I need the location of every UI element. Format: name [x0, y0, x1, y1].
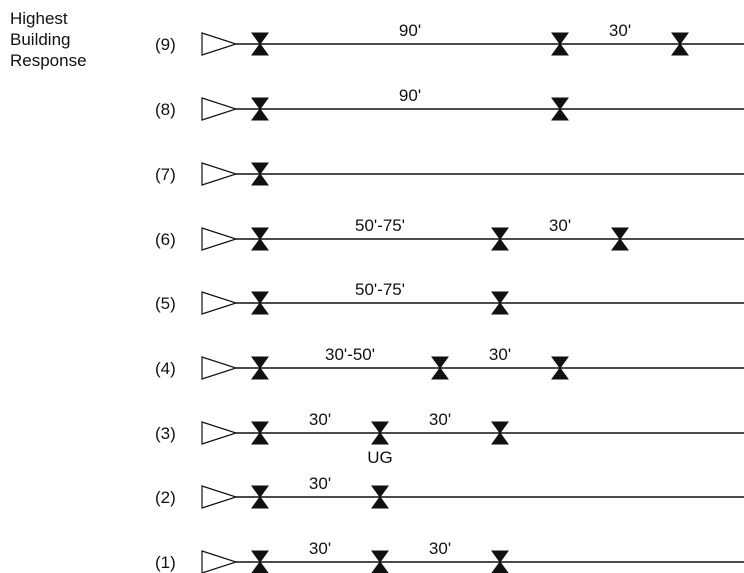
supply-triangle-icon — [201, 421, 238, 445]
valve-icon — [551, 32, 569, 56]
supply-triangle-icon — [201, 97, 238, 121]
span-length-label: 30' — [489, 345, 511, 364]
span-length-label: 30' — [609, 21, 631, 40]
span-length-label: 90' — [399, 86, 421, 105]
valve-icon — [671, 32, 689, 56]
row-label: (1) — [155, 553, 176, 572]
valve-icon — [251, 32, 269, 56]
row-label: (9) — [155, 35, 176, 54]
valve-icon — [251, 97, 269, 121]
valve-icon — [431, 356, 449, 380]
pipe-row: (4) 30'-50' 30' — [155, 345, 744, 380]
valve-icon — [491, 291, 509, 315]
caption-line-1: Highest — [10, 9, 68, 28]
span-length-label: 50'-75' — [355, 216, 405, 235]
supply-triangle-icon — [201, 291, 238, 315]
supply-triangle-icon — [201, 550, 238, 573]
supply-triangle-icon — [201, 485, 238, 509]
span-length-label: 30' — [309, 474, 331, 493]
supply-triangle-icon — [201, 356, 238, 380]
supply-triangle-icon — [201, 162, 238, 186]
row-label: (7) — [155, 165, 176, 184]
valve-icon — [611, 227, 629, 251]
span-length-label: 50'-75' — [355, 280, 405, 299]
valve-icon — [491, 550, 509, 573]
pipe-row: (1) 30' 30' — [155, 539, 744, 573]
span-length-label: 90' — [399, 21, 421, 40]
row-label: (4) — [155, 359, 176, 378]
row-label: (5) — [155, 294, 176, 313]
valve-icon — [251, 356, 269, 380]
span-length-label: 30' — [309, 539, 331, 558]
span-length-label: 30'-50' — [325, 345, 375, 364]
valve-icon — [251, 550, 269, 573]
valve-note-label: UG — [367, 448, 393, 467]
valve-icon — [551, 97, 569, 121]
valve-icon — [371, 485, 389, 509]
pipe-row: (3) 30' 30' UG — [155, 410, 744, 467]
diagram-caption: Highest Building Response — [10, 8, 87, 71]
valve-icon — [251, 227, 269, 251]
valve-icon — [251, 421, 269, 445]
valve-icon — [371, 421, 389, 445]
pipe-row: (9) 90' 30' — [155, 21, 744, 56]
pipe-row: (6) 50'-75' 30' — [155, 216, 744, 251]
supply-triangle-icon — [201, 32, 238, 56]
span-length-label: 30' — [549, 216, 571, 235]
valve-icon — [371, 550, 389, 573]
span-length-label: 30' — [429, 410, 451, 429]
row-label: (2) — [155, 488, 176, 507]
caption-line-3: Response — [10, 51, 87, 70]
span-length-label: 30' — [309, 410, 331, 429]
pipe-row: (5) 50'-75' — [155, 280, 744, 315]
valve-icon — [491, 227, 509, 251]
row-label: (6) — [155, 230, 176, 249]
caption-line-2: Building — [10, 30, 71, 49]
pipe-row: (8) 90' — [155, 86, 744, 121]
pipe-row: (7) — [155, 162, 744, 186]
pipe-row: (2) 30' — [155, 474, 744, 509]
supply-triangle-icon — [201, 227, 238, 251]
row-label: (8) — [155, 100, 176, 119]
span-length-label: 30' — [429, 539, 451, 558]
valve-icon — [251, 291, 269, 315]
valve-icon — [491, 421, 509, 445]
row-label: (3) — [155, 424, 176, 443]
valve-icon — [251, 162, 269, 186]
valve-icon — [551, 356, 569, 380]
valve-icon — [251, 485, 269, 509]
